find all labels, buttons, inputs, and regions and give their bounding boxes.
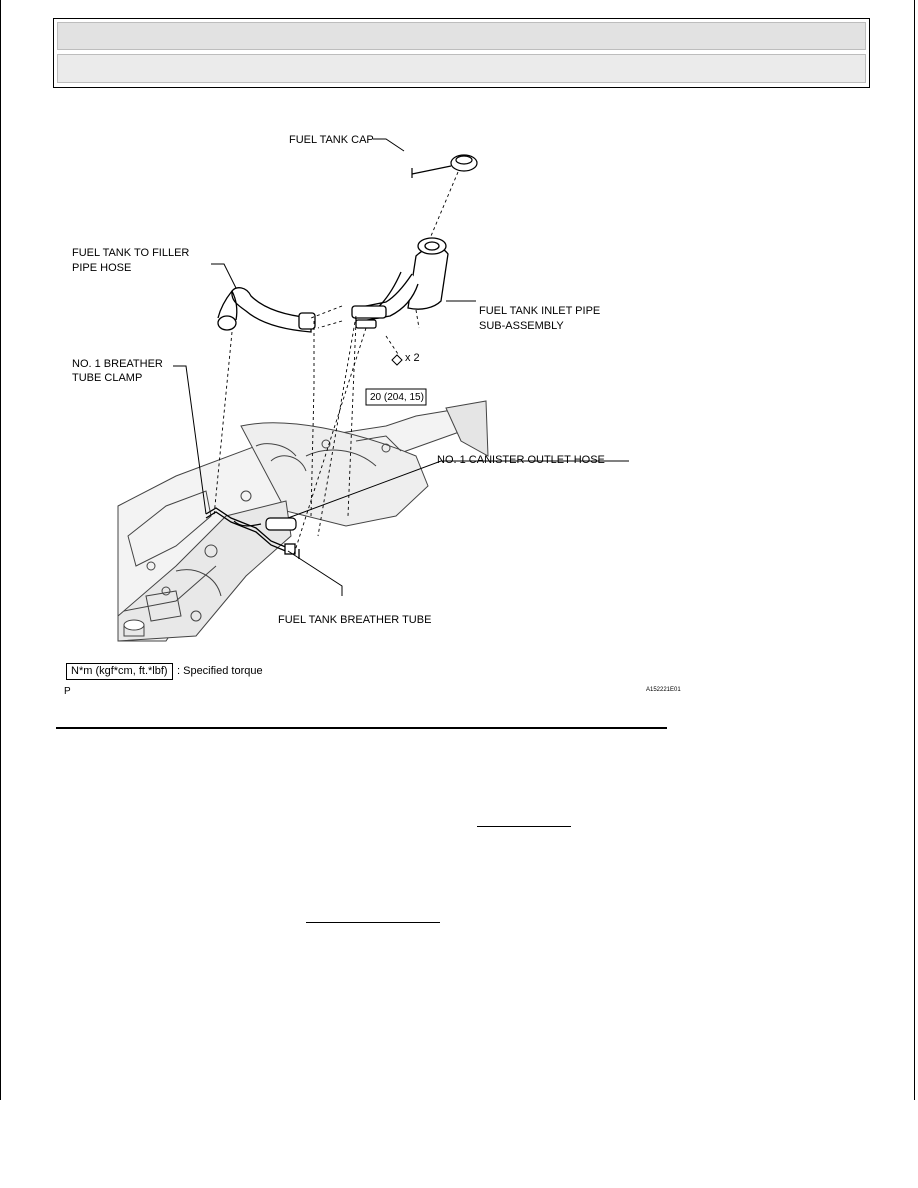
- fuel-cap-drawing: [411, 154, 478, 178]
- component-illustration: FUEL TANK CAP FUEL TANK TO FILLER PIPE H…: [56, 96, 706, 708]
- corner-mark: P: [64, 686, 71, 697]
- torque-unit-box: N*m (kgf*cm, ft.*lbf): [66, 663, 173, 680]
- leader-lines: [173, 138, 629, 596]
- page-frame: [0, 0, 915, 1100]
- torque-unit-description: : Specified torque: [177, 665, 263, 677]
- label-filler-hose-line2: PIPE HOSE: [72, 262, 132, 274]
- chassis-drawing: [117, 400, 489, 642]
- label-inlet-pipe-line1: FUEL TANK INLET PIPE: [479, 305, 601, 317]
- underline-link-2[interactable]: [306, 922, 440, 923]
- assembly-dashed-lines: [213, 171, 459, 555]
- label-fuel-tank-cap: FUEL TANK CAP: [289, 134, 374, 146]
- header-title-bar: [57, 22, 866, 50]
- underline-link-1[interactable]: [477, 826, 571, 827]
- bolt-drawing: [391, 354, 403, 366]
- label-breather-clamp-line2: TUBE CLAMP: [72, 372, 143, 384]
- header-subtitle-bar: [57, 54, 866, 83]
- inlet-pipe-drawing: [351, 237, 449, 329]
- label-inlet-pipe-line2: SUB-ASSEMBLY: [479, 320, 564, 332]
- torque-value-frame: [365, 388, 427, 406]
- label-breather-clamp-line1: NO. 1 BREATHER: [72, 358, 163, 370]
- label-canister-outlet-hose: NO. 1 CANISTER OUTLET HOSE: [437, 454, 605, 466]
- section-divider: [56, 727, 667, 729]
- filler-hose-drawing: [217, 287, 316, 333]
- document-header: [53, 18, 870, 88]
- illustration-drawing: [117, 138, 629, 642]
- canister-hose-drawing: [233, 517, 297, 531]
- figure-code: A152221E01: [646, 687, 681, 693]
- label-torque-value: 20 (204, 15): [370, 392, 424, 403]
- label-bolt-count: x 2: [405, 352, 420, 364]
- label-filler-hose-line1: FUEL TANK TO FILLER: [72, 247, 190, 259]
- label-breather-tube: FUEL TANK BREATHER TUBE: [278, 614, 432, 626]
